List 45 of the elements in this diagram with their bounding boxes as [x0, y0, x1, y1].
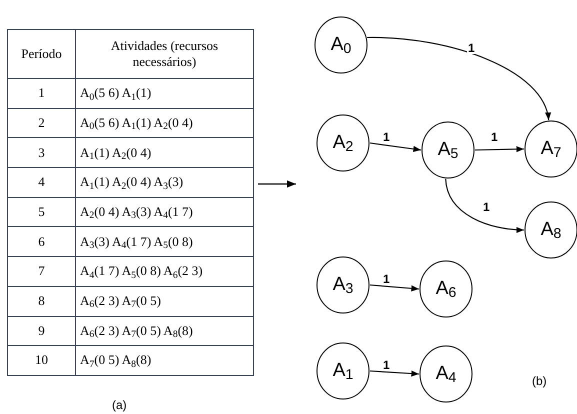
period-cell: 7: [8, 256, 76, 286]
activity-cell: A$_{6}$(2 3) A$_{7}$(0 5) A$_{8}$(8): [76, 316, 254, 346]
table-header: Período: [8, 30, 76, 78]
edge-label: 1: [490, 131, 499, 143]
activity-cell: A$_{1}$(1) A$_{2}$(0 4) A$_{3}$(3): [76, 168, 254, 198]
period-cell: 2: [8, 108, 76, 138]
arrow: [370, 142, 422, 152]
node-label: A$_{0}$: [330, 32, 352, 60]
edge-label: 1: [467, 42, 476, 54]
period-cell: 8: [8, 286, 76, 316]
panel-label: (b): [532, 373, 547, 390]
edge-label: 1: [382, 131, 391, 143]
period-cell: 6: [8, 226, 76, 257]
panel-label: (a): [112, 397, 127, 414]
activity-cell: A$_{2}$(0 4) A$_{3}$(3) A$_{4}$(1 7): [76, 197, 254, 227]
activity-cell: A$_{0}$(5 6) A$_{1}$(1): [76, 78, 254, 108]
activity-cell: A$_{6}$(2 3) A$_{7}$(0 5): [76, 286, 254, 316]
arrow: [370, 284, 420, 292]
activity-cell: A$_{3}$(3) A$_{4}$(1 7) A$_{5}$(0 8): [76, 226, 254, 257]
edge-label: 1: [482, 201, 491, 213]
activity-cell: A$_{7}$(0 5) A$_{8}$(8): [76, 346, 254, 376]
node-label: A$_{1}$: [332, 358, 354, 386]
period-cell: 10: [8, 346, 76, 376]
node-label: A$_{2}$: [332, 130, 354, 158]
activity-cell: A$_{0}$(5 6) A$_{1}$(1) A$_{2}$(0 4): [76, 108, 254, 138]
node-label: A$_{3}$: [332, 272, 354, 300]
arrow: [474, 146, 524, 152]
activity-cell: A$_{4}$(1 7) A$_{5}$(0 8) A$_{6}$(2 3): [76, 256, 254, 286]
node-label: A$_{5}$: [438, 138, 458, 164]
node-label: A$_{7}$: [540, 136, 562, 164]
period-cell: 4: [8, 168, 76, 198]
period-cell: 9: [8, 316, 76, 346]
node-label: A$_{8}$: [540, 218, 562, 244]
node-label: A$_{6}$: [436, 276, 456, 304]
node-label: A$_{4}$: [436, 362, 456, 388]
period-cell: 1: [8, 78, 76, 108]
period-cell: 5: [8, 197, 76, 227]
arrow: [370, 370, 420, 377]
edge-label: 1: [382, 273, 391, 285]
edge-label: 1: [382, 359, 391, 371]
activity-cell: A$_{1}$(1) A$_{2}$(0 4): [76, 138, 254, 168]
arrow: [367, 36, 550, 120]
table-header: Atividades (recursos necessários): [76, 30, 254, 78]
arrow: [445, 178, 524, 233]
period-cell: 3: [8, 138, 76, 168]
